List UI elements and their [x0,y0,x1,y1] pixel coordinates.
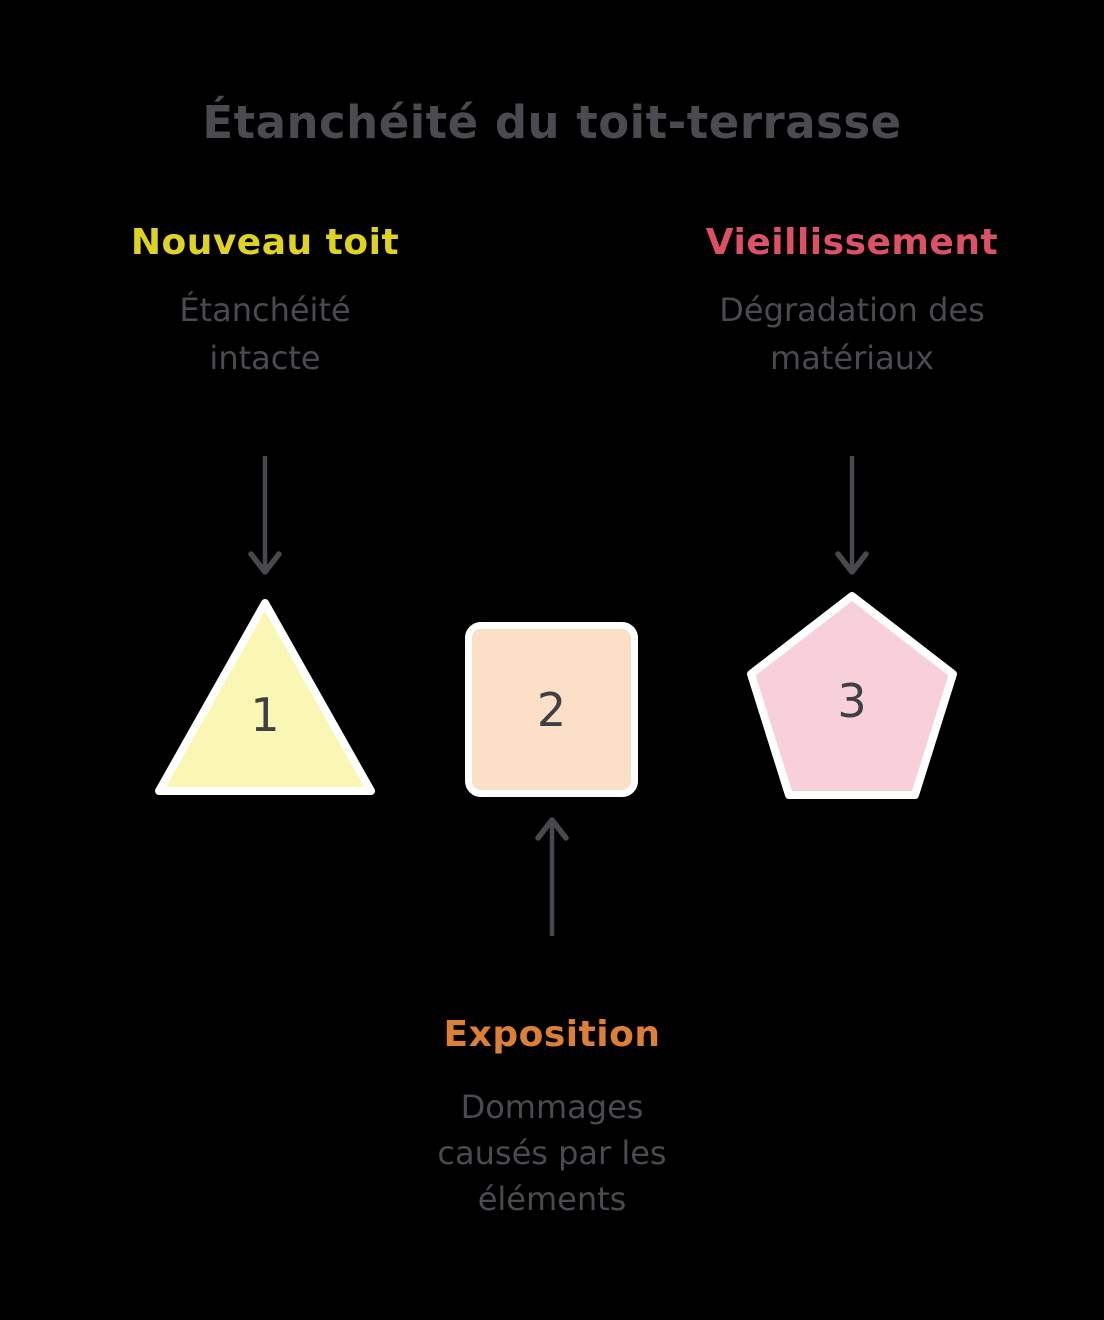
description-vieillissement: Dégradation des matériaux [719,291,985,377]
square-number: 2 [536,682,567,737]
heading-exposition: Exposition [443,1014,661,1055]
triangle-shape [155,599,375,795]
description-nouveau-toit: Étanchéité intacte [179,291,351,377]
down-arrow-right-icon [835,456,869,575]
down-arrow-left-icon [248,456,282,575]
pentagon-shape [747,592,957,799]
up-arrow-icon [535,817,569,936]
heading-vieillissement: Vieillissement [705,222,999,263]
pentagon-number: 3 [837,674,867,728]
triangle-number: 1 [250,688,280,742]
diagram-title: Étanchéité du toit-terrasse [202,96,902,149]
heading-nouveau-toit: Nouveau toit [130,222,400,263]
square-shape: 2 [465,622,638,797]
description-exposition: Dommages causés par les éléments [437,1088,667,1218]
